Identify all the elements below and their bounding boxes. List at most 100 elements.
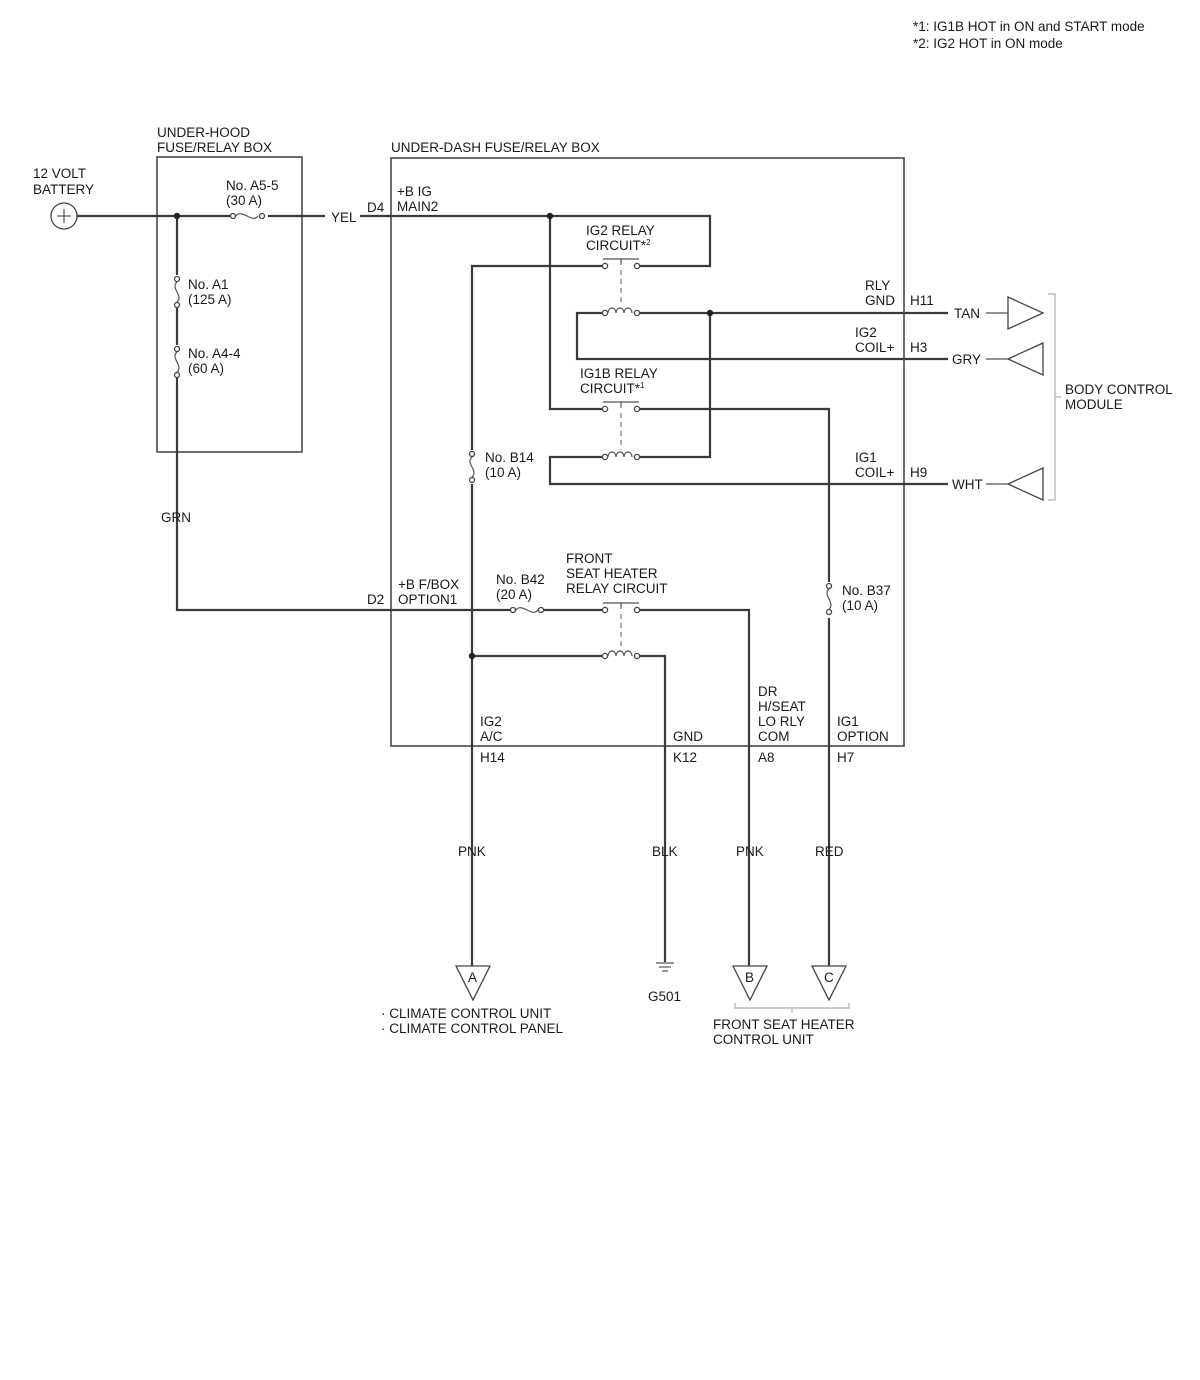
climate-label-2: · CLIMATE CONTROL PANEL — [381, 1021, 564, 1036]
pin-h14-name-2: A/C — [480, 729, 503, 744]
junction-dot — [173, 212, 181, 220]
ig1b-relay-label-1: IG1B RELAY — [580, 366, 658, 381]
bcm-label-1: BODY CONTROL — [1065, 382, 1173, 397]
battery-label-1: 12 VOLT — [33, 166, 86, 181]
fuse-a4-4-rating: (60 A) — [188, 361, 224, 376]
seat-relay-label-2: SEAT HEATER — [566, 566, 658, 581]
fuse-a1-name: No. A1 — [188, 277, 229, 292]
ig2-relay-coil — [601, 307, 641, 317]
wire-color-blk: BLK — [652, 844, 678, 859]
pin-h14-name-1: IG2 — [480, 714, 502, 729]
pin-a8-name-1: DR — [758, 684, 778, 699]
fuse-b37-rating: (10 A) — [842, 598, 878, 613]
fuse-b37-name: No. B37 — [842, 583, 891, 598]
pin-a8-name-2: H/SEAT — [758, 699, 806, 714]
pin-h3-name-2: COIL+ — [855, 340, 895, 355]
pin-h11-name-1: RLY — [865, 278, 890, 293]
wire-color-red: RED — [815, 844, 844, 859]
ig1b-relay-coil — [601, 451, 641, 461]
bcm-input-arrow — [1006, 341, 1044, 377]
wire-gry — [575, 311, 948, 361]
fuse-a5-5-rating: (30 A) — [226, 193, 262, 208]
under-hood-label-1: UNDER-HOOD — [157, 125, 250, 140]
ig1b-relay-label-2: CIRCUIT*1 — [580, 381, 645, 396]
ig2-relay-switch — [601, 258, 641, 270]
wire-color-gry: GRY — [952, 352, 981, 367]
battery-label-2: BATTERY — [33, 182, 94, 197]
connector-c-label: C — [824, 970, 834, 985]
bcm-input-arrow — [1006, 466, 1044, 502]
pin-h9: H9 — [910, 465, 927, 480]
pin-a8: A8 — [758, 750, 775, 765]
pin-h7-name-1: IG1 — [837, 714, 859, 729]
bcm-output-arrow — [1007, 295, 1045, 331]
connector-a-icon — [454, 965, 492, 1002]
pin-h7: H7 — [837, 750, 854, 765]
wire-color-pnk-b: PNK — [736, 844, 764, 859]
seat-relay-coil — [601, 650, 641, 660]
pin-h14: H14 — [480, 750, 505, 765]
fuse-a4-4-symbol — [173, 345, 181, 379]
junction-dot — [706, 309, 714, 317]
pin-d4-name-1: +B IG — [397, 184, 432, 199]
fuse-a5-5-name: No. A5-5 — [226, 178, 279, 193]
wire-pnk-b — [640, 608, 751, 968]
pin-h11: H11 — [910, 293, 934, 308]
seat-unit-label-2: CONTROL UNIT — [713, 1032, 814, 1047]
seat-relay-switch — [601, 602, 641, 614]
wire-ig1b-out — [640, 407, 831, 582]
pin-d2: D2 — [367, 592, 384, 607]
fuse-b14-name: No. B14 — [485, 450, 534, 465]
pin-d4: D4 — [367, 200, 385, 215]
pin-h9-name-1: IG1 — [855, 450, 877, 465]
fuse-b14-rating: (10 A) — [485, 465, 521, 480]
wire-wht — [548, 455, 948, 486]
wire-color-pnk-a: PNK — [458, 844, 486, 859]
bcm-label-2: MODULE — [1065, 397, 1123, 412]
pin-a8-name-4: COM — [758, 729, 790, 744]
under-hood-label-2: FUSE/RELAY BOX — [157, 140, 272, 155]
under-hood-box — [156, 156, 303, 453]
wire-color-tan: TAN — [954, 306, 980, 321]
connector-c-icon — [810, 965, 848, 1002]
under-dash-label: UNDER-DASH FUSE/RELAY BOX — [391, 140, 600, 155]
wire-ig2-out — [470, 264, 602, 450]
pin-h11-name-2: GND — [865, 293, 895, 308]
junction-dot — [468, 652, 476, 660]
wire-ig1b-feed — [548, 216, 602, 411]
pin-a8-name-3: LO RLY — [758, 714, 805, 729]
pin-k12: K12 — [673, 750, 697, 765]
fuse-a1-symbol — [173, 275, 181, 309]
ig2-relay-label-1: IG2 RELAY — [586, 223, 655, 238]
bcm-bracket — [1048, 293, 1061, 501]
ground-label: G501 — [648, 989, 681, 1004]
battery-symbol — [50, 202, 78, 230]
fuse-b14-symbol — [468, 450, 476, 484]
pin-d2-name-1: +B F/BOX — [398, 577, 459, 592]
footnote-1: *1: IG1B HOT in ON and START mode — [913, 19, 1145, 34]
wire-blk — [640, 654, 667, 962]
fuse-b37-symbol — [825, 582, 833, 616]
wire-coil-gnd — [640, 313, 712, 459]
seat-unit-bracket — [734, 1003, 850, 1013]
wire-color-wht: WHT — [952, 477, 983, 492]
fuse-a1-rating: (125 A) — [188, 292, 232, 307]
fuse-b42-symbol — [509, 606, 545, 614]
fuse-a5-5-symbol — [229, 212, 266, 220]
pin-d4-name-2: MAIN2 — [397, 199, 438, 214]
seat-relay-label-1: FRONT — [566, 551, 613, 566]
pin-d2-name-2: OPTION1 — [398, 592, 457, 607]
pin-h3-name-1: IG2 — [855, 325, 877, 340]
pin-h7-name-2: OPTION — [837, 729, 889, 744]
connector-a-label: A — [468, 970, 477, 985]
seat-unit-label-1: FRONT SEAT HEATER — [713, 1017, 855, 1032]
pin-h9-name-2: COIL+ — [855, 465, 895, 480]
ground-icon — [656, 962, 674, 972]
climate-label-1: · CLIMATE CONTROL UNIT — [381, 1006, 551, 1021]
ig1b-relay-switch — [601, 401, 641, 413]
fuse-b42-name: No. B42 — [496, 572, 545, 587]
pin-k12-name: GND — [673, 729, 703, 744]
wire-color-grn: GRN — [161, 510, 191, 525]
pin-h3: H3 — [910, 340, 927, 355]
